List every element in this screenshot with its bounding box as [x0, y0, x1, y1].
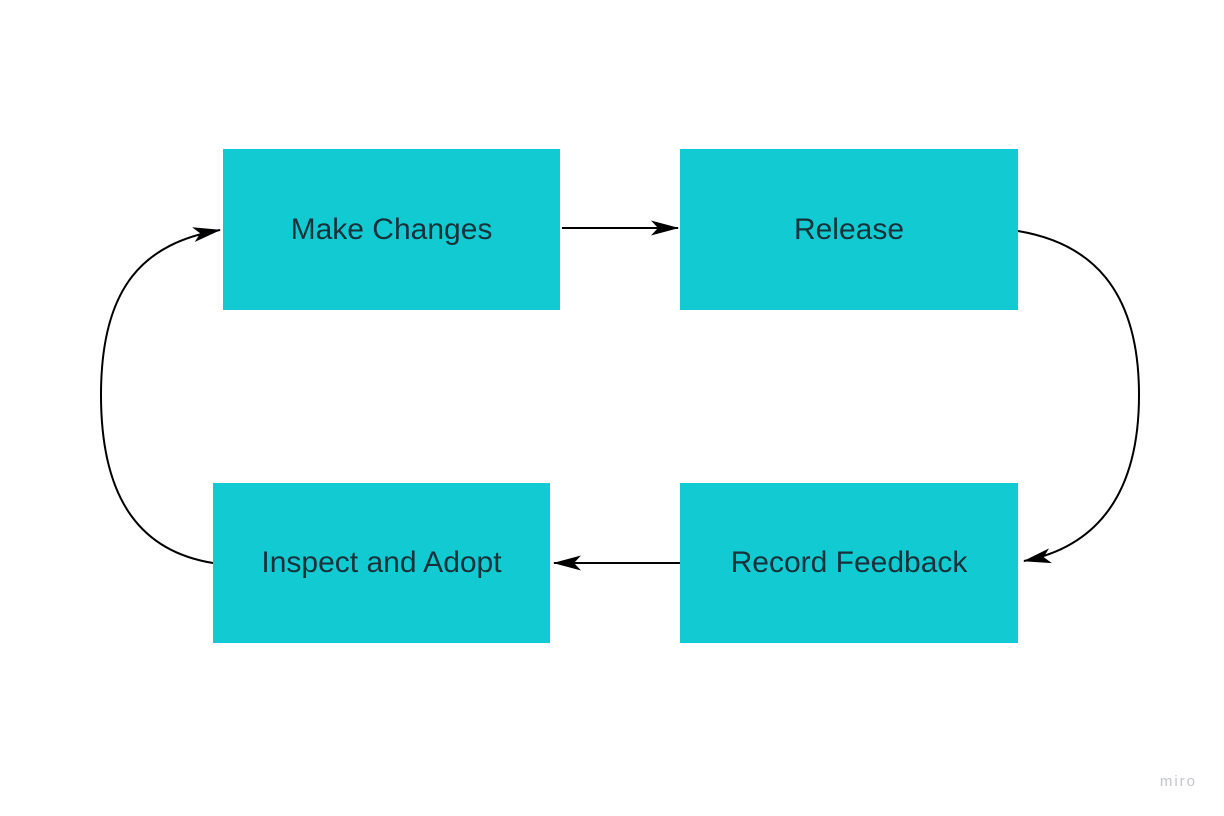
- node-make-changes-label: Make Changes: [290, 212, 493, 246]
- miro-watermark: miro: [1159, 773, 1197, 790]
- node-release-label: Release: [793, 212, 905, 246]
- node-inspect-and-adopt: Inspect and Adopt: [213, 483, 550, 643]
- edge-inspect-and-adopt-to-make-changes: [99, 227, 221, 564]
- node-record-feedback: Record Feedback: [680, 483, 1018, 643]
- edge-release-to-record-feedback: [1017, 230, 1141, 564]
- node-make-changes: Make Changes: [223, 149, 560, 310]
- node-release: Release: [680, 149, 1018, 310]
- node-inspect-and-adopt-label: Inspect and Adopt: [261, 546, 502, 579]
- node-record-feedback-label: Record Feedback: [730, 546, 968, 579]
